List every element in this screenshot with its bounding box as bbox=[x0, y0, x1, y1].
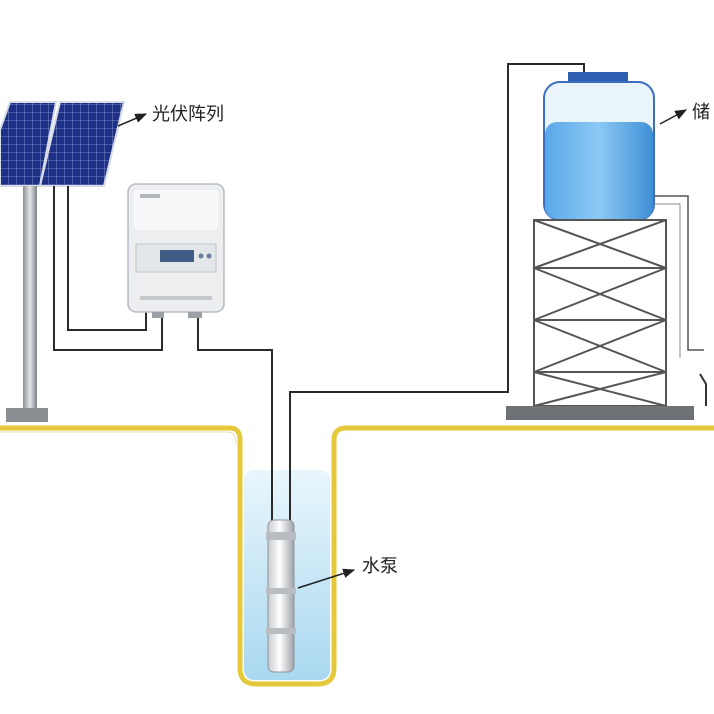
controller-display bbox=[160, 250, 194, 262]
solar-panel-array bbox=[0, 101, 126, 422]
outlet-pipe-2 bbox=[654, 203, 681, 358]
tower-frame bbox=[533, 219, 667, 407]
pv-array-label: 光伏阵列 bbox=[152, 104, 224, 125]
pump-label: 水泵 bbox=[362, 556, 398, 577]
outlet-pipe bbox=[654, 195, 704, 351]
submersible-pump bbox=[266, 519, 296, 673]
controller-button bbox=[206, 253, 212, 259]
pump-callout: 水泵 bbox=[297, 556, 398, 589]
delivery-pipe bbox=[289, 63, 585, 536]
ground-and-well bbox=[0, 425, 714, 687]
pv-array-callout: 光伏阵列 bbox=[117, 104, 224, 127]
storage-callout: 储 bbox=[659, 102, 710, 125]
panel-base bbox=[6, 408, 48, 422]
tank-water bbox=[545, 122, 653, 219]
water-tower bbox=[506, 72, 707, 420]
panel-wiring bbox=[53, 186, 163, 351]
controller-button bbox=[198, 253, 204, 259]
storage-label: 储 bbox=[692, 102, 710, 123]
panel-pole bbox=[23, 186, 37, 412]
tower-base bbox=[506, 406, 694, 420]
pump-controller bbox=[127, 183, 225, 318]
faucet bbox=[699, 373, 707, 406]
pump-cable bbox=[197, 318, 273, 536]
